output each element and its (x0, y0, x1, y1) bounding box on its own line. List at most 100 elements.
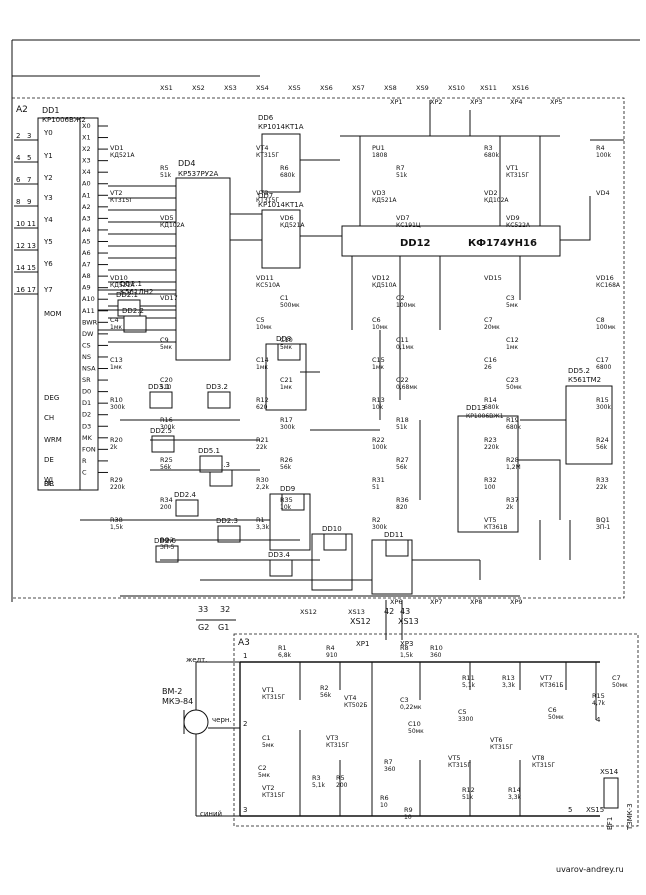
mic-wires (195, 661, 240, 817)
a2-ref-11: VD3 (372, 189, 386, 197)
a2-xp-0: XP1 (390, 98, 403, 106)
dd1-pin-19: CS (82, 341, 91, 349)
footer-site: uvarov-andrey.ru (556, 865, 624, 874)
gate-box (217, 525, 241, 543)
a3-ref-4: R5 (336, 774, 345, 782)
board-a2-label: A2 (16, 105, 28, 115)
dd2-1-part: К561ЛН2 (120, 288, 153, 296)
a3-connector-3: XP3 (400, 640, 413, 648)
a3-ref-29: VT8 (532, 754, 545, 762)
a2-val-72: 1,5k (110, 524, 124, 531)
a3-val-6: 360 (384, 766, 396, 773)
dd1-pin-18: DW (82, 330, 94, 338)
a3-val-27: КТ315Г (490, 744, 513, 751)
left-pin-b-6: 15 (27, 264, 36, 272)
left-pin-a-0: 2 (16, 132, 20, 140)
left-pin-a-5: 12 (16, 242, 25, 250)
a2-val-52: 51k (396, 424, 408, 431)
a2-val-61: 56k (396, 464, 408, 471)
a2-val-69: 10k (280, 504, 292, 511)
a2-val-20: КД510А (372, 282, 397, 289)
a2-connector-11: XS16 (512, 84, 529, 92)
left-pin-a-3: 8 (16, 198, 20, 206)
a2-val-74: 300k (372, 524, 387, 531)
a2-val-16: КС191Ц (396, 222, 421, 229)
dd7-ref: DD7 (258, 192, 273, 200)
a2-ref-33: C10 (280, 336, 293, 344)
a2-ref-42: C21 (280, 376, 293, 384)
a2-ref-37: C14 (256, 356, 269, 364)
dd1-pin-3: X3 (82, 157, 91, 165)
gate-label-4: DD2.5 (150, 427, 172, 435)
dd1-pin-25: D2 (82, 411, 91, 419)
gate-label-10: DD5.1 (198, 447, 220, 455)
a2-ref-45: R10 (110, 396, 123, 404)
left-pin-b-7: 17 (27, 286, 36, 294)
a2-val-58: 56k (596, 444, 608, 451)
a2-val-22: КС168А (596, 282, 621, 289)
a2-ref-60: R26 (280, 456, 293, 464)
a2-ref-51: R17 (280, 416, 293, 424)
a2-ref-18: VD10 (110, 274, 128, 282)
a2-val-9: КТ315Г (110, 197, 133, 204)
a2-val-30: 20мк (484, 324, 500, 331)
mic-ref: BM-2 (162, 687, 182, 696)
a2-val-34: 0,1мк (396, 344, 414, 351)
a2-ref-76: BQ1 (596, 516, 610, 524)
a3-ref-22: VT1 (262, 686, 275, 694)
dd1-part: КР1006ВЖ2 (42, 116, 86, 124)
dd1-pin-22: SR (82, 376, 91, 384)
dd1-pin-1: X1 (82, 134, 91, 142)
a2-val-27: 1мк (110, 324, 122, 331)
dd1-label-0: Y0 (43, 129, 53, 137)
a2-val-65: 51 (372, 484, 380, 491)
a2-val-2: 1808 (372, 152, 387, 159)
a3-ref-11: R12 (462, 786, 475, 794)
a2-ref-24: C1 (280, 294, 289, 302)
xs12-label: XS12 (350, 617, 371, 626)
dd1-pin-27: MK (82, 434, 93, 442)
dd7-part: КР1014КТ1А (258, 201, 304, 209)
a2-ref-44: C23 (506, 376, 519, 384)
a2-val-55: 22k (256, 444, 268, 451)
dd1-left-pins: X0X1X2X3X4A0A1A2A3A4A5A6A7A8A9A10A11BWRD… (82, 122, 108, 476)
dd1-pin-9: A4 (82, 226, 91, 234)
a2-val-51: 300k (280, 424, 295, 431)
a3-val-1: 56k (320, 692, 332, 699)
a2-ref-23: VD17 (160, 294, 178, 302)
dd4-ref: DD4 (178, 159, 195, 168)
a2-ref-54: R20 (110, 436, 123, 444)
a2-val-29: 10мк (372, 324, 388, 331)
a2-wiring (80, 100, 624, 597)
dd1-pin-14: A9 (82, 284, 91, 292)
a2-ref-40: C17 (596, 356, 609, 364)
a3-val-25: КТ502Б (344, 702, 368, 709)
a2-val-25: 100мк (396, 302, 416, 309)
a2-val-59: 56k (160, 464, 172, 471)
dd13-ref: DD13 (466, 404, 486, 412)
a3-node-1: 2 (243, 720, 247, 728)
a3-node-3: 4 (596, 716, 601, 724)
a2-ref-52: R18 (396, 416, 409, 424)
dd2-1-ref: DD2.1 (120, 280, 142, 288)
gate-box (277, 343, 301, 361)
a3-connector-2: XP1 (356, 640, 369, 648)
dd1-pin-26: D3 (82, 422, 91, 430)
dd1-pin-8: A3 (82, 214, 91, 222)
a3-val-9: 360 (430, 652, 442, 659)
gate-box (385, 539, 409, 557)
a2-connector-8: XS9 (416, 84, 429, 92)
a3-val-16: 5мк (258, 772, 270, 779)
a2-ref-13: VD4 (596, 189, 610, 197)
left-pin-a-7: 16 (16, 286, 25, 294)
a3-val-19: 50мк (548, 714, 564, 721)
dd6-part: КР1014КТ1А (258, 123, 304, 131)
a2-ref-64: R30 (256, 476, 269, 484)
a2-val-36: 1мк (110, 364, 122, 371)
a2-ref-8: VT1 (506, 164, 519, 172)
dd1-label-3: Y3 (43, 194, 53, 202)
dd1-label-5: Y5 (43, 238, 53, 246)
